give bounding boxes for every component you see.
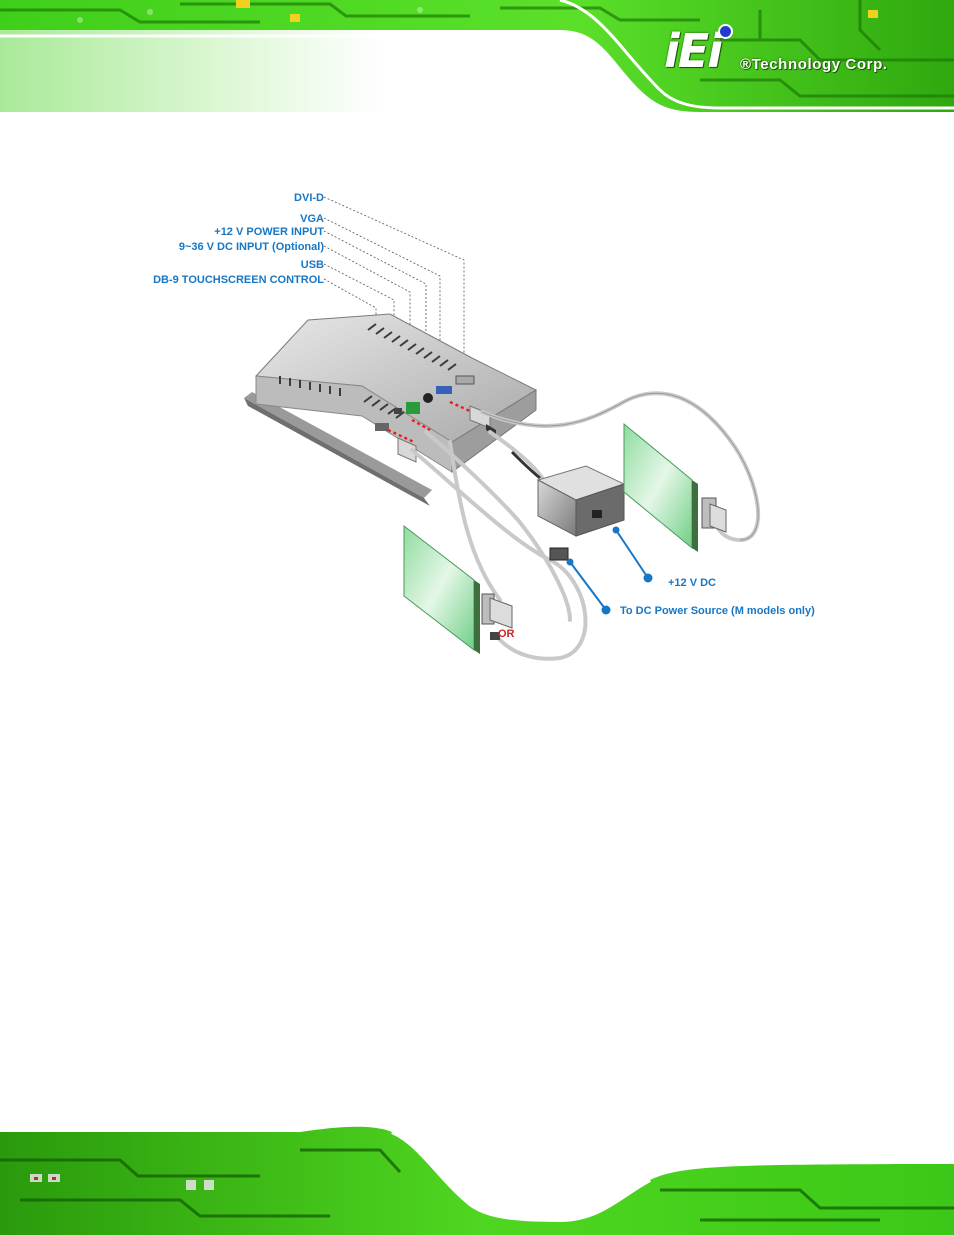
header-circuit-banner: iEi ®Technology Corp. xyxy=(0,0,954,112)
company-name: ®Technology Corp. xyxy=(740,56,888,73)
port-vga xyxy=(436,386,452,394)
insertion-arrows xyxy=(387,400,473,444)
label-or: OR xyxy=(498,628,515,640)
callout-dot-dc-start xyxy=(566,558,574,566)
label-dc-12v: +12 V DC xyxy=(668,577,716,589)
adapter-cable xyxy=(510,450,541,480)
port-dc-input xyxy=(406,402,420,414)
dc-source-connector xyxy=(549,547,569,561)
port-dvi-d xyxy=(455,375,475,385)
power-adapter xyxy=(510,450,626,537)
company-logo: iEi ®Technology Corp. xyxy=(664,24,934,84)
label-dvi-d: DVI-D xyxy=(294,192,324,204)
label-db9: DB-9 TOUCHSCREEN CONTROL xyxy=(153,274,324,286)
label-power-12v: +12 V POWER INPUT xyxy=(214,226,324,238)
leader-dvi-d xyxy=(323,196,465,370)
header-circuit-graphic xyxy=(0,0,954,112)
footer-circuit-graphic xyxy=(0,1120,954,1235)
callout-dot-dc xyxy=(601,605,611,615)
footer-circuit-banner xyxy=(0,1120,954,1235)
adapter-socket xyxy=(592,510,602,518)
port-usb xyxy=(394,408,402,414)
connection-diagram: DVI-D VGA +12 V POWER INPUT 9~36 V DC IN… xyxy=(153,192,815,661)
leader-vga xyxy=(323,217,441,380)
expansion-card-left xyxy=(403,524,513,654)
port-power-12v xyxy=(423,393,433,403)
panel-pc-unit xyxy=(244,313,538,506)
vent-slots xyxy=(279,323,457,419)
callout-dot-12v xyxy=(643,573,653,583)
callout-lines xyxy=(569,529,649,611)
cable-outlines xyxy=(481,392,759,541)
plug-card-left xyxy=(489,597,513,629)
label-dc-source: To DC Power Source (M models only) xyxy=(620,605,815,617)
label-dc-input: 9~36 V DC INPUT (Optional) xyxy=(179,241,324,253)
label-vga: VGA xyxy=(300,213,324,225)
callout-dot-12v-start xyxy=(612,526,620,534)
port-db9 xyxy=(375,423,389,431)
label-usb: USB xyxy=(301,259,324,271)
plug-card-right xyxy=(709,503,727,533)
expansion-card-right xyxy=(623,422,727,552)
logo-dot-icon xyxy=(718,24,733,39)
logo-mark: iEi xyxy=(664,24,723,78)
usb-plug-left xyxy=(490,632,500,640)
plug-db9 xyxy=(397,437,417,463)
